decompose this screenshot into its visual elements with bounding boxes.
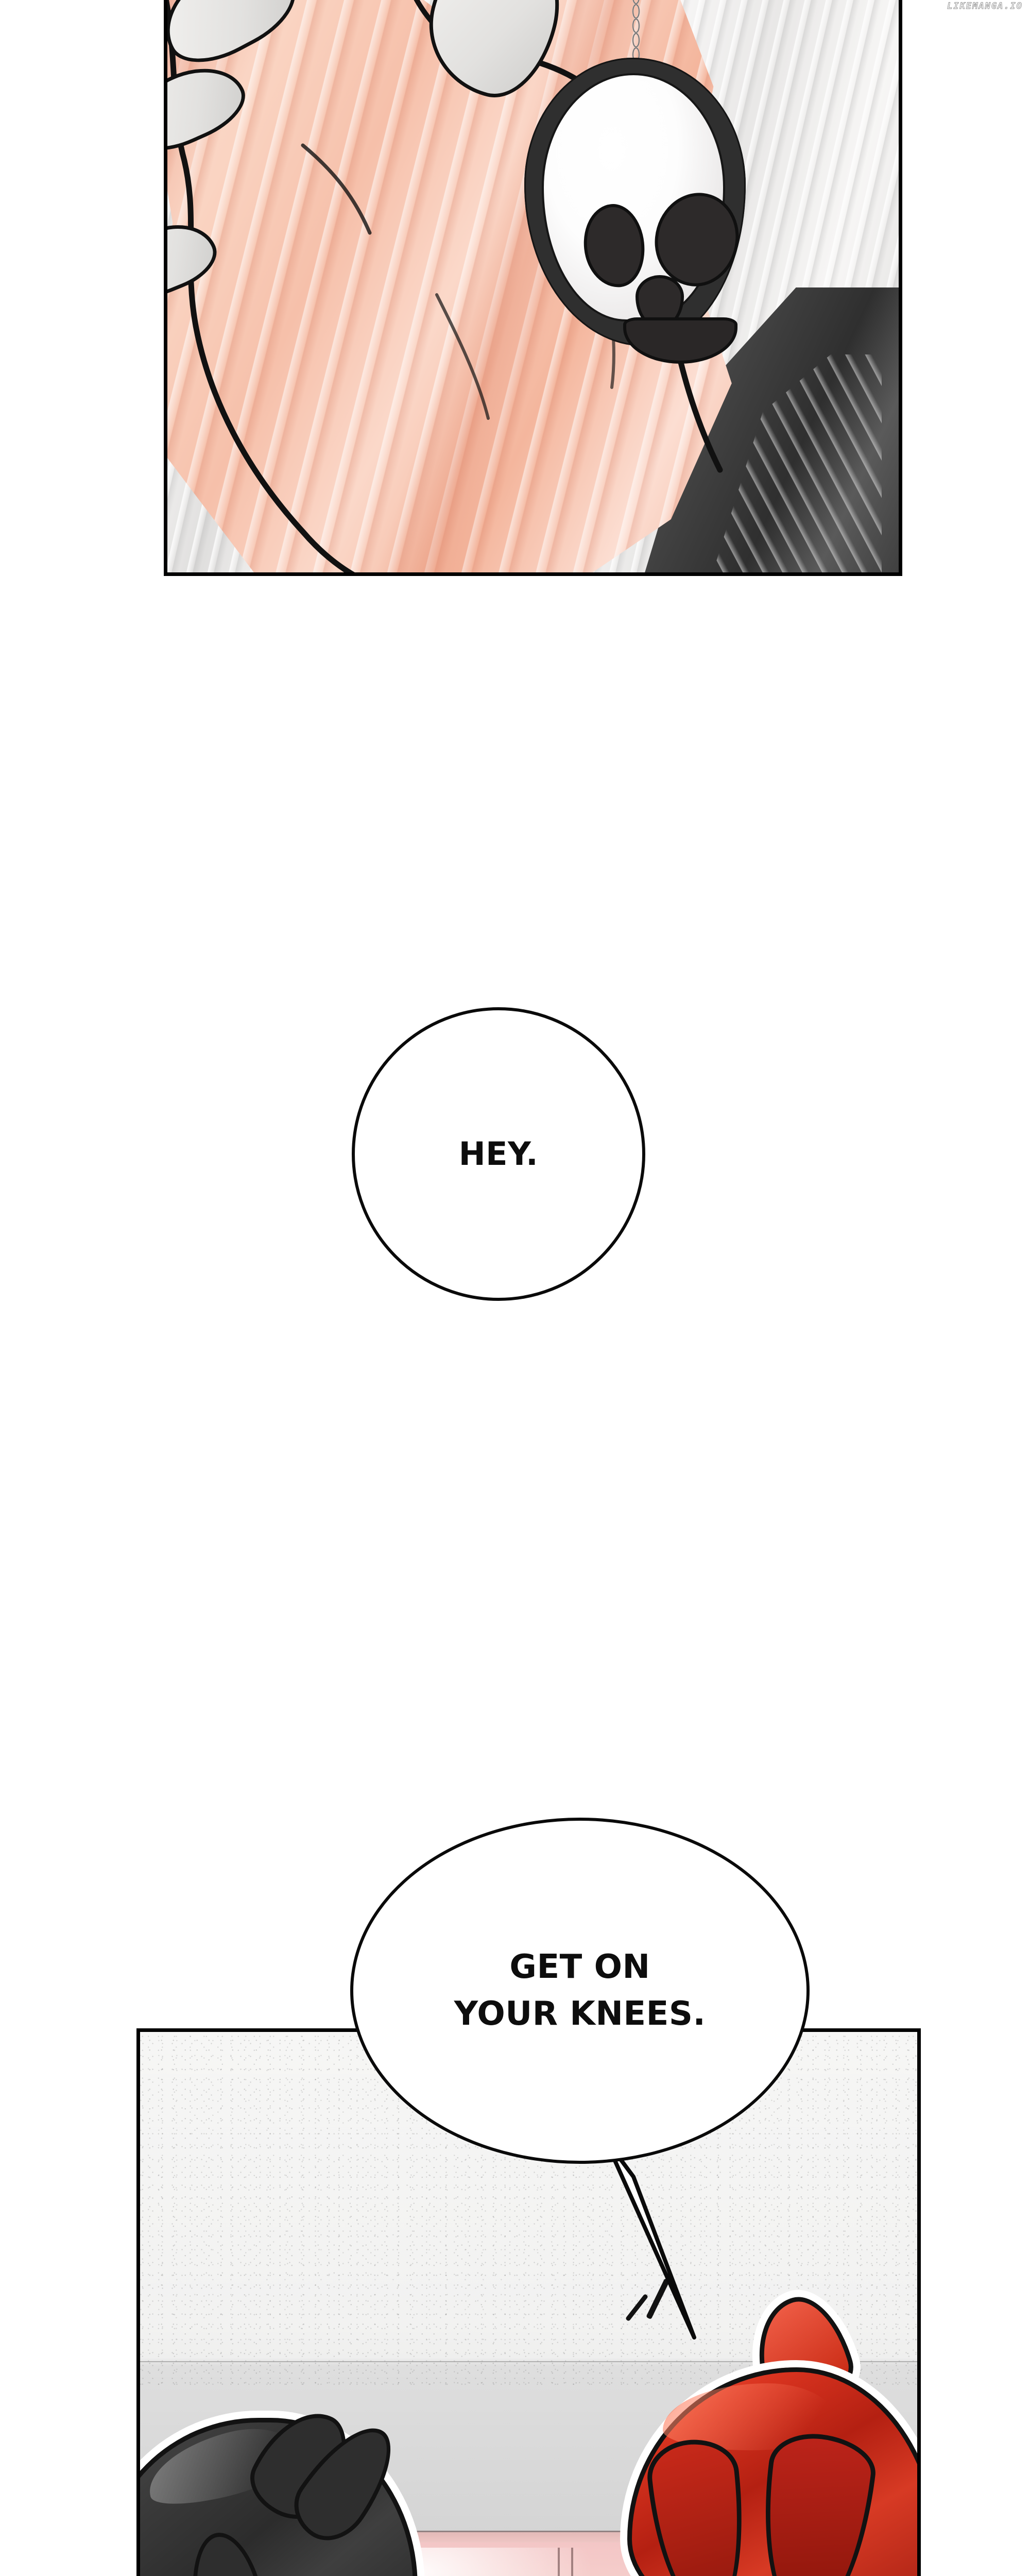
sofa-seam-2 [571, 2548, 573, 2576]
sofa-seam-1 [558, 2548, 560, 2576]
speech-bubble-hey-text: HEY. [458, 1134, 539, 1173]
skull-eye-socket-left [579, 201, 649, 291]
speech-bubble-knees-text: GET ON YOUR KNEES. [454, 1948, 706, 2033]
comic-panel-1 [164, 0, 902, 576]
site-watermark: LIKEMANGA.IO [947, 1, 1023, 12]
black-haired-character [136, 2331, 475, 2576]
speech-bubble-get-on-your-knees: GET ON YOUR KNEES. [350, 1818, 810, 2164]
red-haired-character [627, 2286, 921, 2576]
speech-bubble-hey: HEY. [352, 1007, 645, 1301]
skull-keychain [524, 58, 746, 364]
comic-panel-2 [136, 2028, 921, 2576]
wall-floor-divider [136, 2361, 921, 2362]
skull-face [542, 73, 744, 364]
